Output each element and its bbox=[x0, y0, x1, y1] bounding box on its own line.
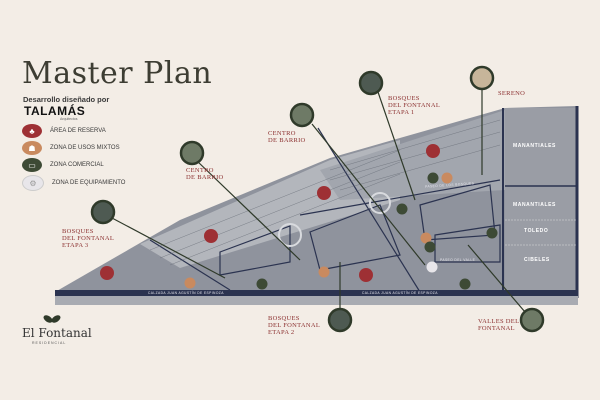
callout-sereno: SERENO bbox=[498, 90, 526, 97]
mixed-use-icon bbox=[441, 172, 453, 184]
reserve-icon bbox=[359, 268, 373, 282]
callout-bosques-etapa-3: BOSQUES DEL FONTANAL ETAPA 3 bbox=[62, 228, 115, 249]
reserve-markers bbox=[100, 144, 440, 282]
photo-centro-barrio-1 bbox=[179, 140, 205, 166]
mixed-use-icon: ☗ bbox=[22, 141, 42, 155]
legend-label: ZONA DE EQUIPAMIENTO bbox=[52, 180, 126, 186]
commercial-icon bbox=[427, 172, 439, 184]
commercial-icon bbox=[424, 241, 436, 253]
legend-item-usos-mixtos: ☗ ZONA DE USOS MIXTOS bbox=[22, 141, 120, 155]
photo-valles bbox=[519, 307, 545, 333]
commercial-markers bbox=[256, 172, 498, 290]
legend-label: ZONA DE USOS MIXTOS bbox=[50, 145, 120, 151]
mixed-use-icon bbox=[184, 277, 196, 289]
roundabout bbox=[369, 192, 391, 214]
equipment-icon: ⚙ bbox=[22, 175, 44, 191]
calzada-road bbox=[55, 290, 578, 296]
designer-brand: TALAMÁS bbox=[24, 104, 86, 118]
zone-cibeles: CIBELES bbox=[524, 257, 550, 263]
callout-valles: VALLES DEL FONTANAL bbox=[478, 318, 520, 332]
road-label-calzada-west: CALZADA JUAN AGUSTÍN DE ESPINOZA bbox=[148, 291, 224, 295]
mixed-use-markers bbox=[184, 172, 453, 289]
commercial-icon bbox=[459, 278, 471, 290]
zone-manantiales-south: MANANTIALES bbox=[513, 202, 556, 208]
legend-label: ZONA COMERCIAL bbox=[50, 162, 104, 168]
photo-centro-barrio-2 bbox=[289, 102, 315, 128]
road-label-paseo-valle: PASEO DEL VALLE bbox=[440, 258, 476, 262]
reserve-icon bbox=[317, 186, 331, 200]
designer-brand-sub: Arquitectos bbox=[60, 117, 78, 121]
legend-item-comercial: ▭ ZONA COMERCIAL bbox=[22, 158, 104, 172]
zone-manantiales-north: MANANTIALES bbox=[513, 143, 556, 149]
designer-byline: Desarrollo diseñado por bbox=[23, 95, 110, 104]
photo-bosques-etapa-3 bbox=[90, 199, 116, 225]
photo-sereno bbox=[469, 65, 495, 91]
photo-bosques-etapa-2 bbox=[327, 307, 353, 333]
legend-item-equipamiento: ⚙ ZONA DE EQUIPAMIENTO bbox=[22, 175, 125, 191]
northeast-lots bbox=[320, 110, 505, 200]
lot-blocks bbox=[149, 127, 501, 293]
logo-sub: RESIDENCIAL bbox=[32, 341, 67, 345]
roundabout bbox=[278, 223, 302, 247]
road-label-calzada-east: CALZADA JUAN AGUSTÍN DE ESPINOZA bbox=[362, 291, 438, 295]
mixed-use-icon bbox=[420, 232, 432, 244]
legend-item-reserva: ♣ ÁREA DE RESERVA bbox=[22, 124, 106, 138]
callout-lines bbox=[111, 90, 526, 313]
reserve-icon: ♣ bbox=[22, 124, 42, 138]
mixed-use-icon bbox=[318, 266, 330, 278]
east-blocks bbox=[505, 108, 577, 298]
photo-bosques-etapa-1 bbox=[358, 70, 384, 96]
el-fontanal-leaf-logo bbox=[43, 315, 61, 323]
logo-name: El Fontanal bbox=[22, 326, 92, 340]
legend-label: ÁREA DE RESERVA bbox=[50, 128, 106, 134]
callout-centro-barrio-1: CENTRO DE BARRIO bbox=[186, 167, 224, 181]
reserve-icon bbox=[100, 266, 114, 280]
reserve-icon bbox=[204, 229, 218, 243]
callout-centro-barrio-2: CENTRO DE BARRIO bbox=[268, 130, 306, 144]
callout-bosques-etapa-1: BOSQUES DEL FONTANAL ETAPA 1 bbox=[388, 95, 441, 116]
commercial-icon bbox=[256, 278, 268, 290]
equipment-icon bbox=[426, 261, 438, 273]
lot-pattern bbox=[149, 119, 501, 266]
reserve-icon bbox=[426, 144, 440, 158]
commercial-icon bbox=[396, 203, 408, 215]
zone-toledo: TOLEDO bbox=[524, 228, 549, 234]
commercial-icon bbox=[486, 227, 498, 239]
page-title: Master Plan bbox=[22, 56, 213, 91]
callout-bosques-etapa-2: BOSQUES DEL FONTANAL ETAPA 2 bbox=[268, 315, 321, 336]
commercial-icon: ▭ bbox=[22, 158, 42, 172]
